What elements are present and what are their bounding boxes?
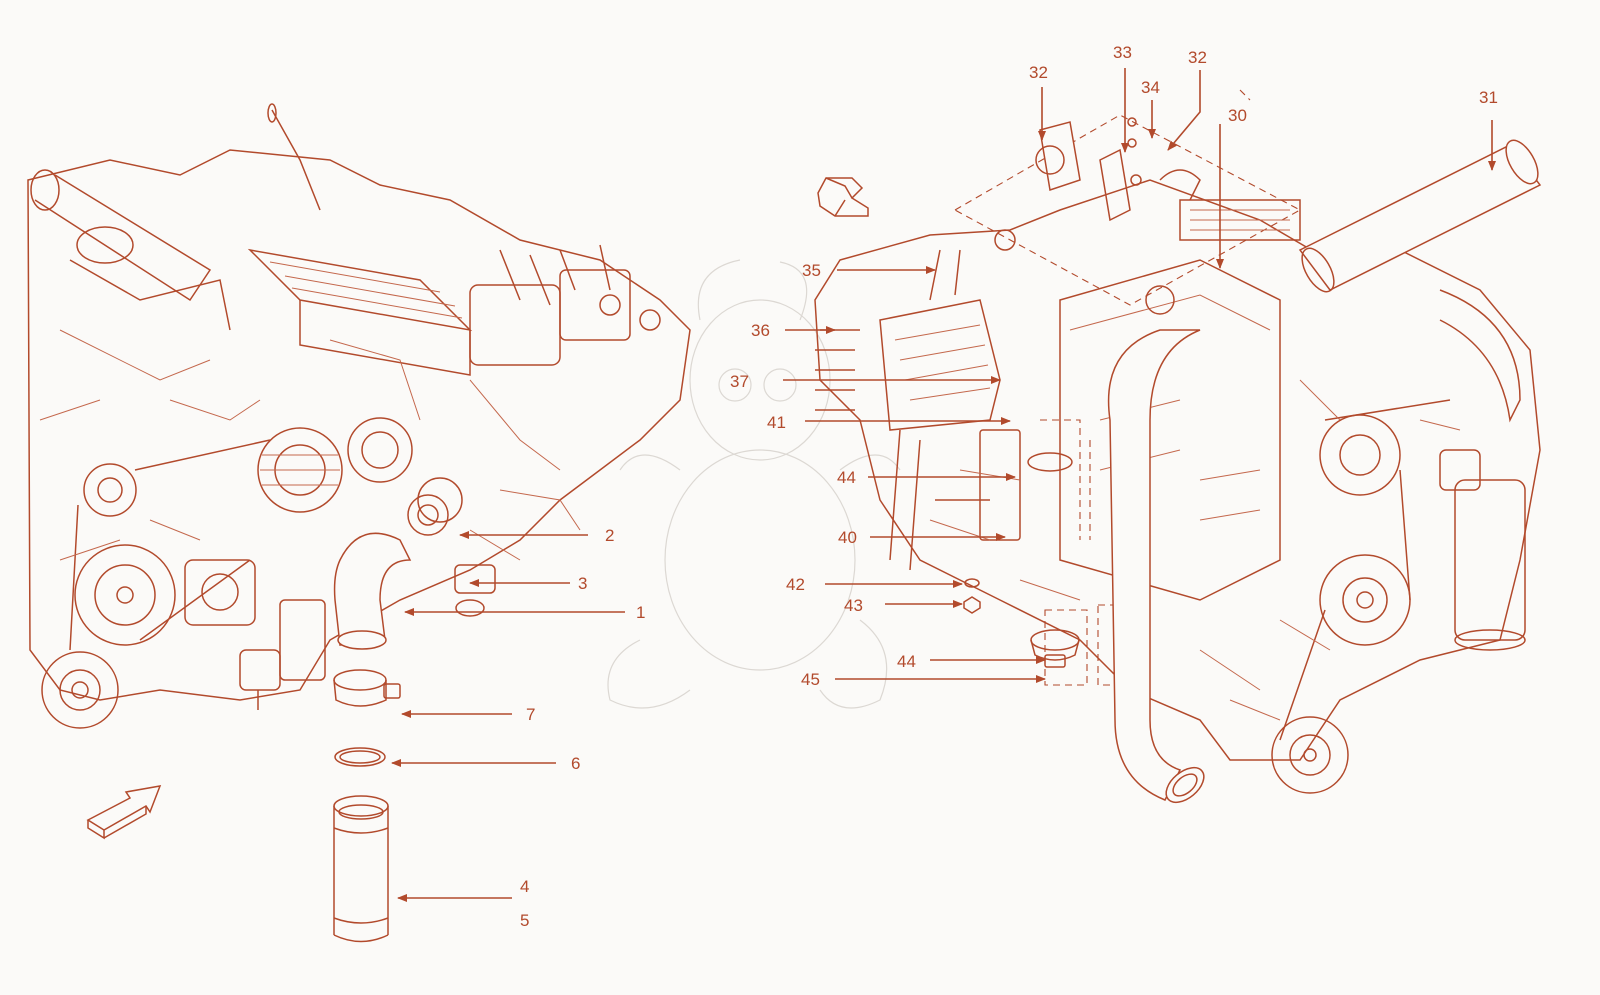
callout-5: 5 bbox=[520, 911, 529, 930]
watermark-sketch bbox=[607, 259, 901, 709]
callout-3: 3 bbox=[578, 574, 587, 593]
callout-37: 37 bbox=[730, 372, 749, 391]
callout-34: 34 bbox=[1141, 78, 1160, 97]
callout-42: 42 bbox=[786, 575, 805, 594]
callout-43: 43 bbox=[844, 596, 863, 615]
right-engine-assembly bbox=[814, 89, 1542, 804]
leader-lines bbox=[391, 68, 1496, 902]
callout-32-left: 32 bbox=[1029, 63, 1048, 82]
hose-item-4-5 bbox=[333, 795, 389, 943]
callout-44-lower: 44 bbox=[897, 652, 916, 671]
callout-7: 7 bbox=[526, 705, 535, 724]
callout-labels: 2 3 1 7 6 4 5 32 33 32 34 30 31 35 36 37… bbox=[520, 43, 1498, 930]
callout-36: 36 bbox=[751, 321, 770, 340]
clamp-item-7 bbox=[333, 669, 401, 707]
callout-32-right: 32 bbox=[1188, 48, 1207, 67]
callout-35: 35 bbox=[802, 261, 821, 280]
callout-2: 2 bbox=[605, 526, 614, 545]
callout-33: 33 bbox=[1113, 43, 1132, 62]
callout-6: 6 bbox=[571, 754, 580, 773]
left-engine-assembly bbox=[27, 103, 691, 729]
callout-30: 30 bbox=[1228, 106, 1247, 125]
callout-4: 4 bbox=[520, 877, 529, 896]
direction-arrow-icon bbox=[86, 785, 162, 840]
direction-arrow-icon bbox=[817, 177, 869, 217]
callout-41: 41 bbox=[767, 413, 786, 432]
callout-1: 1 bbox=[636, 603, 645, 622]
callout-44-upper: 44 bbox=[837, 468, 856, 487]
callout-45: 45 bbox=[801, 670, 820, 689]
callout-40: 40 bbox=[838, 528, 857, 547]
callout-31: 31 bbox=[1479, 88, 1498, 107]
o-ring-item-6 bbox=[334, 747, 386, 767]
